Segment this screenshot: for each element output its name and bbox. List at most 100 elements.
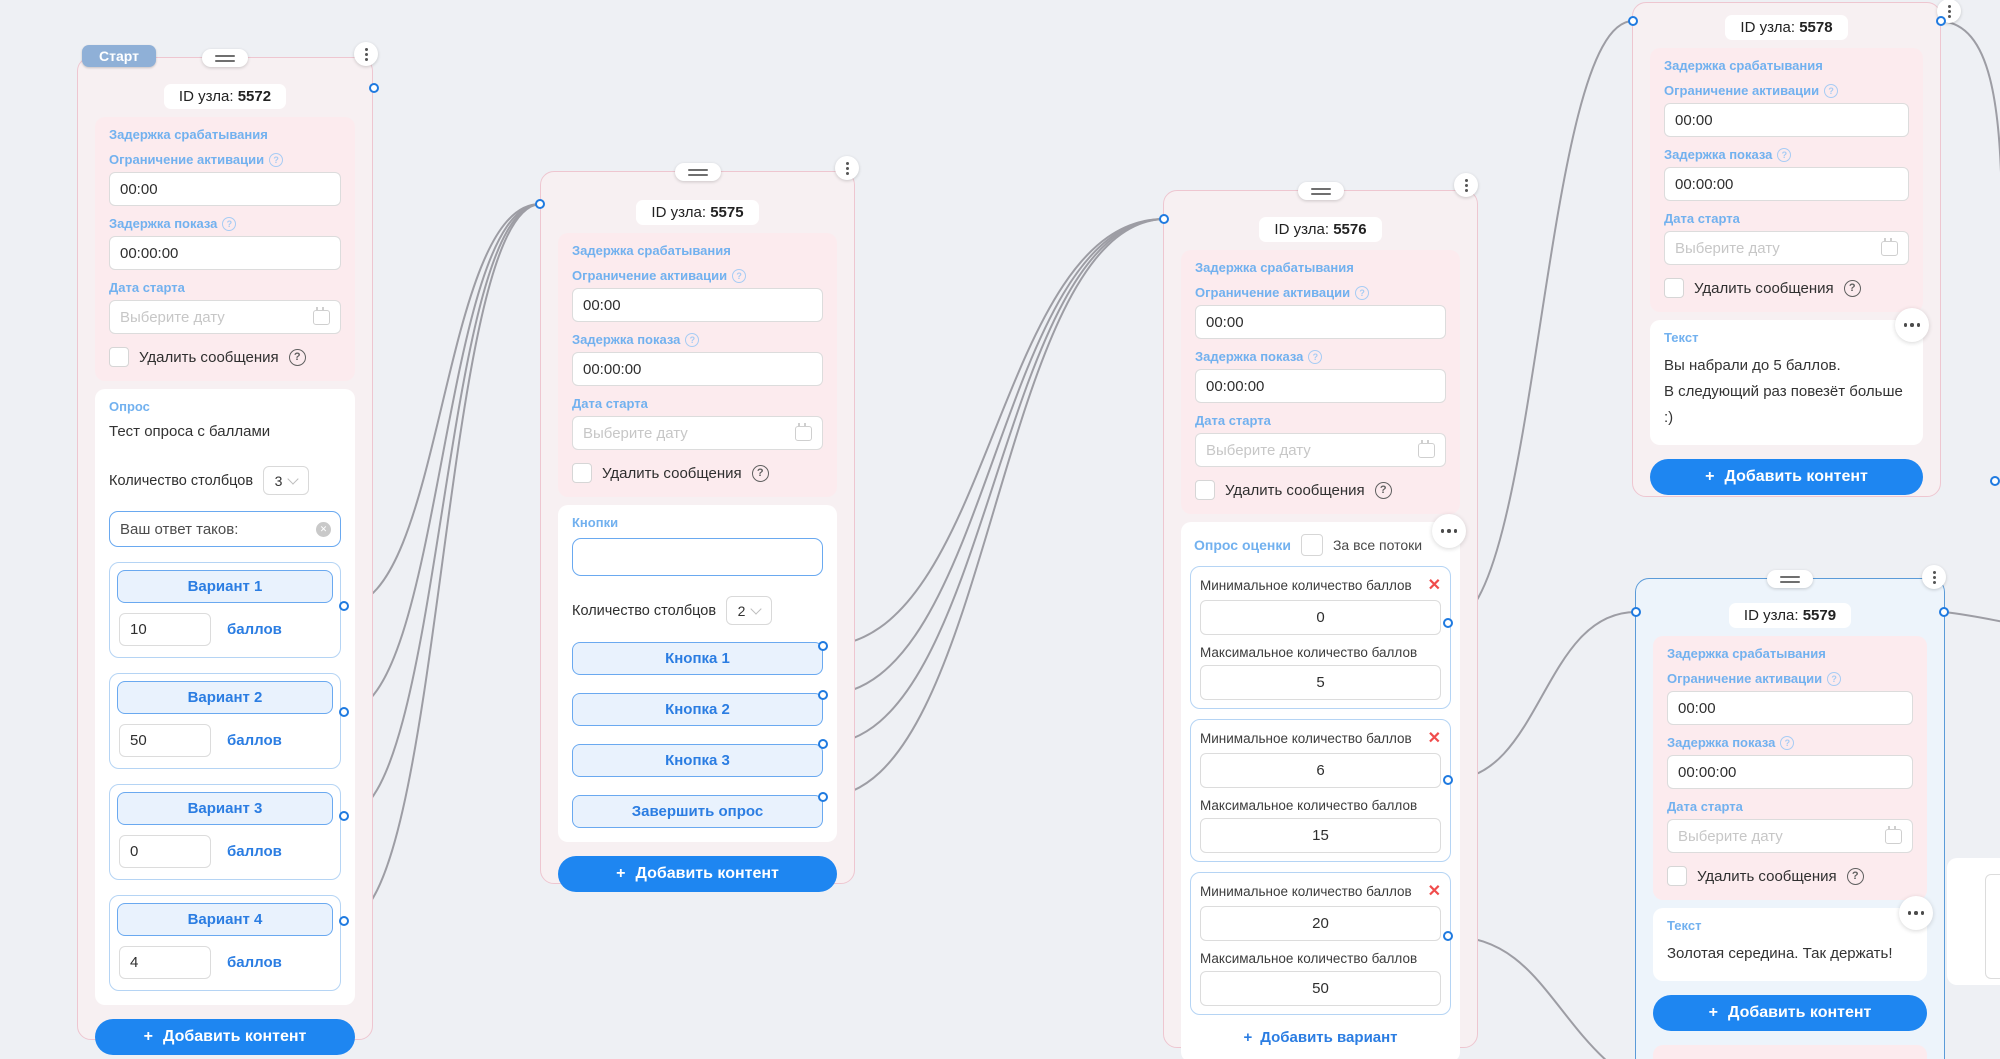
connector[interactable]	[1939, 607, 1949, 617]
survey-name[interactable]: Тест опроса с баллами	[109, 423, 271, 440]
drag-handle-icon[interactable]	[1767, 570, 1813, 588]
add-content-button[interactable]: +Добавить контент	[558, 856, 837, 892]
calendar-icon[interactable]	[1885, 825, 1902, 844]
edge[interactable]	[343, 203, 541, 607]
edge[interactable]	[343, 203, 541, 817]
activation-limit-input[interactable]: 00:00	[572, 288, 823, 322]
help-icon[interactable]	[269, 152, 284, 167]
start-date-input[interactable]: Выберите дату	[1195, 433, 1446, 467]
variant-button[interactable]: Вариант 3	[117, 792, 333, 825]
kebab-menu-icon[interactable]	[1454, 173, 1478, 197]
help-icon[interactable]	[1846, 867, 1864, 885]
delete-messages-checkbox[interactable]	[572, 463, 592, 483]
help-icon[interactable]	[1843, 279, 1861, 297]
min-points-input[interactable]: 20	[1200, 906, 1441, 941]
connector[interactable]	[818, 690, 828, 700]
connector[interactable]	[339, 707, 349, 717]
drag-handle-icon[interactable]	[674, 163, 721, 181]
connector[interactable]	[818, 739, 828, 749]
edge[interactable]	[1943, 611, 2000, 623]
answer-prefix-input[interactable]: Ваш ответ таков:	[109, 511, 341, 547]
node-5572[interactable]: Старт ID узла: 5572 Задержка срабатывани…	[77, 42, 378, 1055]
variant-button[interactable]: Вариант 4	[117, 903, 333, 936]
min-points-input[interactable]: 6	[1200, 753, 1441, 788]
clear-icon[interactable]	[316, 521, 331, 537]
calendar-icon[interactable]	[1881, 237, 1898, 256]
connector[interactable]	[369, 83, 379, 93]
columns-select[interactable]: 2	[726, 596, 773, 625]
ellipsis-menu-icon[interactable]	[1432, 514, 1466, 548]
add-content-button[interactable]: +Добавить контент	[95, 1019, 355, 1055]
delete-range-icon[interactable]	[1428, 575, 1441, 595]
edge[interactable]	[822, 218, 1165, 745]
max-points-input[interactable]: 5	[1200, 665, 1441, 700]
button-name-input[interactable]	[572, 538, 823, 576]
flow-button[interactable]: Кнопка 3	[572, 744, 823, 777]
delete-messages-checkbox[interactable]	[109, 347, 129, 367]
activation-limit-input[interactable]: 00:00	[109, 172, 341, 206]
node-5576[interactable]: ID узла: 5576 Задержка срабатывания Огра…	[1163, 173, 1478, 1059]
calendar-icon[interactable]	[795, 422, 812, 441]
help-icon[interactable]	[685, 332, 700, 347]
help-icon[interactable]	[288, 348, 306, 366]
start-date-input[interactable]: Выберите дату	[572, 416, 823, 450]
connector[interactable]	[1628, 16, 1638, 26]
show-delay-input[interactable]: 00:00:00	[1664, 167, 1909, 201]
edge[interactable]	[1940, 20, 2000, 230]
connector[interactable]	[339, 601, 349, 611]
help-icon[interactable]	[222, 216, 237, 231]
flow-button[interactable]: Завершить опрос	[572, 795, 823, 828]
points-input[interactable]: 4	[119, 946, 211, 979]
connector[interactable]	[1936, 16, 1946, 26]
partial-input[interactable]	[1985, 874, 2000, 979]
min-points-input[interactable]: 0	[1200, 600, 1441, 635]
add-variant-button[interactable]: +Добавить вариант	[1190, 1029, 1451, 1050]
kebab-menu-icon[interactable]	[1922, 565, 1946, 589]
kebab-menu-icon[interactable]	[835, 156, 859, 180]
connector[interactable]	[1990, 476, 2000, 486]
connector[interactable]	[339, 916, 349, 926]
connector[interactable]	[1443, 618, 1453, 628]
node-5575[interactable]: ID узла: 5575 Задержка срабатывания Огра…	[540, 156, 859, 892]
points-input[interactable]: 10	[119, 613, 211, 646]
help-icon[interactable]	[1780, 735, 1795, 750]
start-date-input[interactable]: Выберите дату	[109, 300, 341, 334]
points-input[interactable]: 0	[119, 835, 211, 868]
edge[interactable]	[822, 218, 1165, 647]
add-content-button[interactable]: +Добавить контент	[1653, 995, 1927, 1031]
connector[interactable]	[818, 641, 828, 651]
help-icon[interactable]	[732, 268, 747, 283]
max-points-input[interactable]: 15	[1200, 818, 1441, 853]
activation-limit-input[interactable]: 00:00	[1667, 691, 1913, 725]
connector[interactable]	[1159, 214, 1169, 224]
connector[interactable]	[818, 792, 828, 802]
show-delay-input[interactable]: 00:00:00	[109, 236, 341, 270]
help-icon[interactable]	[1824, 83, 1839, 98]
drag-handle-icon[interactable]	[1297, 182, 1344, 200]
help-icon[interactable]	[1374, 481, 1392, 499]
connector[interactable]	[535, 199, 545, 209]
flow-button[interactable]: Кнопка 1	[572, 642, 823, 675]
help-icon[interactable]	[751, 464, 769, 482]
ellipsis-menu-icon[interactable]	[1899, 896, 1933, 930]
connector[interactable]	[1631, 607, 1641, 617]
edge[interactable]	[1447, 20, 1634, 624]
start-date-input[interactable]: Выберите дату	[1667, 819, 1913, 853]
calendar-icon[interactable]	[1418, 439, 1435, 458]
node-5578[interactable]: ID узла: 5578 Задержка срабатывания Огра…	[1632, 0, 1961, 497]
show-delay-input[interactable]: 00:00:00	[1195, 369, 1446, 403]
variant-button[interactable]: Вариант 2	[117, 681, 333, 714]
help-icon[interactable]	[1777, 147, 1792, 162]
partial-node-right[interactable]	[1947, 858, 2000, 985]
flow-button[interactable]: Кнопка 2	[572, 693, 823, 726]
drag-handle-icon[interactable]	[202, 49, 248, 67]
ellipsis-menu-icon[interactable]	[1895, 308, 1929, 342]
all-flows-checkbox[interactable]	[1300, 534, 1323, 556]
delete-messages-checkbox[interactable]	[1195, 480, 1215, 500]
show-delay-input[interactable]: 00:00:00	[572, 352, 823, 386]
activation-limit-input[interactable]: 00:00	[1664, 103, 1909, 137]
show-delay-input[interactable]: 00:00:00	[1667, 755, 1913, 789]
variant-button[interactable]: Вариант 1	[117, 570, 333, 603]
edge[interactable]	[1447, 611, 1637, 781]
